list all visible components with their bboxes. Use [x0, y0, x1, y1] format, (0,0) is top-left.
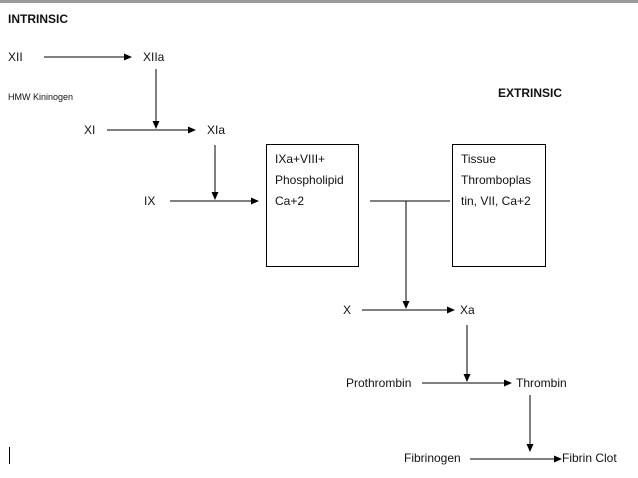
top-rule	[0, 0, 638, 3]
factor-xi: XI	[84, 123, 96, 137]
factor-xia: XIa	[207, 123, 226, 137]
prothrombin: Prothrombin	[346, 376, 412, 390]
extrinsic-complex-line-2: Thromboplas	[461, 173, 532, 187]
factor-xa: Xa	[460, 303, 475, 317]
text-cursor	[9, 447, 10, 464]
extrinsic-heading: EXTRINSIC	[498, 86, 563, 100]
fibrinogen: Fibrinogen	[404, 451, 461, 465]
factor-xii: XII	[8, 50, 23, 64]
extrinsic-complex-box: Tissue Thromboplas tin, VII, Ca+2	[452, 144, 546, 267]
factor-x: X	[343, 303, 352, 317]
intrinsic-heading: INTRINSIC	[8, 12, 68, 26]
extrinsic-complex-line-3: tin, VII, Ca+2	[461, 194, 531, 208]
hmw-kininogen: HMW Kininogen	[8, 92, 74, 102]
intrinsic-complex-box: IXa+VIII+ Phospholipid Ca+2	[266, 144, 359, 267]
intrinsic-complex-line-2: Phospholipid	[275, 173, 344, 187]
extrinsic-complex-line-1: Tissue	[461, 152, 496, 166]
factor-xiia: XIIa	[143, 50, 165, 64]
intrinsic-complex-line-1: IXa+VIII+	[275, 152, 326, 166]
fibrin-clot: Fibrin Clot	[562, 451, 617, 465]
thrombin: Thrombin	[516, 376, 567, 390]
intrinsic-complex-line-3: Ca+2	[275, 194, 305, 208]
factor-ix: IX	[144, 194, 156, 208]
